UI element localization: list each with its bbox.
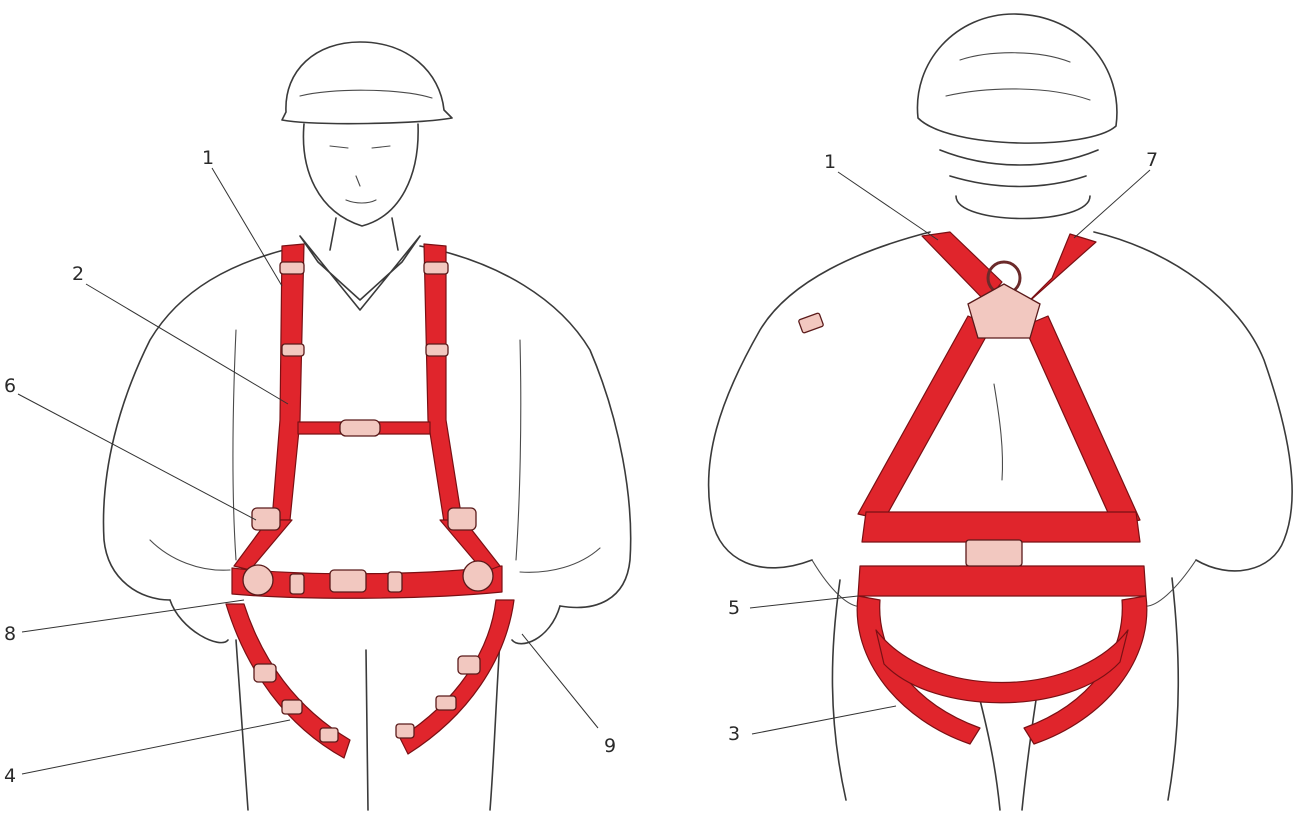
front-buckle [424, 262, 448, 274]
back-cross-strap-right [1024, 316, 1140, 526]
back-1-leader [838, 172, 938, 240]
front-helmet [282, 42, 452, 124]
back-center-pad [966, 540, 1022, 566]
front-1-leader [212, 168, 282, 286]
front-belt-buckle [330, 570, 366, 592]
front-buckle [388, 572, 402, 592]
front-8-leader [22, 600, 244, 632]
front-buckle [436, 696, 456, 710]
front-buckle [320, 728, 338, 742]
front-view-figure: 1 2 6 8 4 9 [4, 42, 631, 810]
front-9-leader [522, 634, 598, 728]
front-callout-9: 9 [604, 735, 616, 757]
front-callout-4: 4 [4, 765, 16, 787]
back-callout-3: 3 [728, 723, 740, 745]
front-2-leader [86, 284, 288, 404]
front-callout-8: 8 [4, 623, 16, 645]
back-waist-band-lower [858, 566, 1146, 596]
front-callout-2: 2 [72, 263, 84, 285]
front-side-d-ring [463, 561, 493, 591]
front-buckle [458, 656, 480, 674]
front-buckle [396, 724, 414, 738]
back-view-figure: 1 7 5 3 [709, 14, 1293, 810]
back-3-leader [752, 706, 896, 734]
front-shoulder-strap-right [424, 244, 462, 522]
front-shoulder-strap-left [272, 244, 304, 520]
back-callout-1: 1 [824, 151, 836, 173]
front-buckle [282, 700, 302, 714]
front-buckle [252, 508, 280, 530]
front-buckle [426, 344, 448, 356]
front-buckle [282, 344, 304, 356]
front-6-leader [18, 394, 256, 520]
front-buckle [280, 262, 304, 274]
front-buckle [254, 664, 276, 682]
back-callout-7: 7 [1146, 149, 1158, 171]
back-label-patch [798, 313, 823, 334]
back-helmet [917, 14, 1116, 143]
back-waist-band-upper [862, 512, 1140, 542]
back-shoulder-strap-right [1024, 234, 1096, 306]
front-4-leader [22, 720, 290, 774]
front-buckle [290, 574, 304, 594]
front-face [303, 124, 418, 226]
front-side-d-ring [243, 565, 273, 595]
front-callout-6: 6 [4, 375, 16, 397]
back-callout-5: 5 [728, 597, 740, 619]
front-callout-1: 1 [202, 147, 214, 169]
front-leg-strap-right [400, 600, 514, 754]
back-cross-strap-left [858, 316, 992, 520]
front-buckle [448, 508, 476, 530]
back-5-leader [750, 596, 858, 608]
front-chest-buckle [340, 420, 380, 436]
